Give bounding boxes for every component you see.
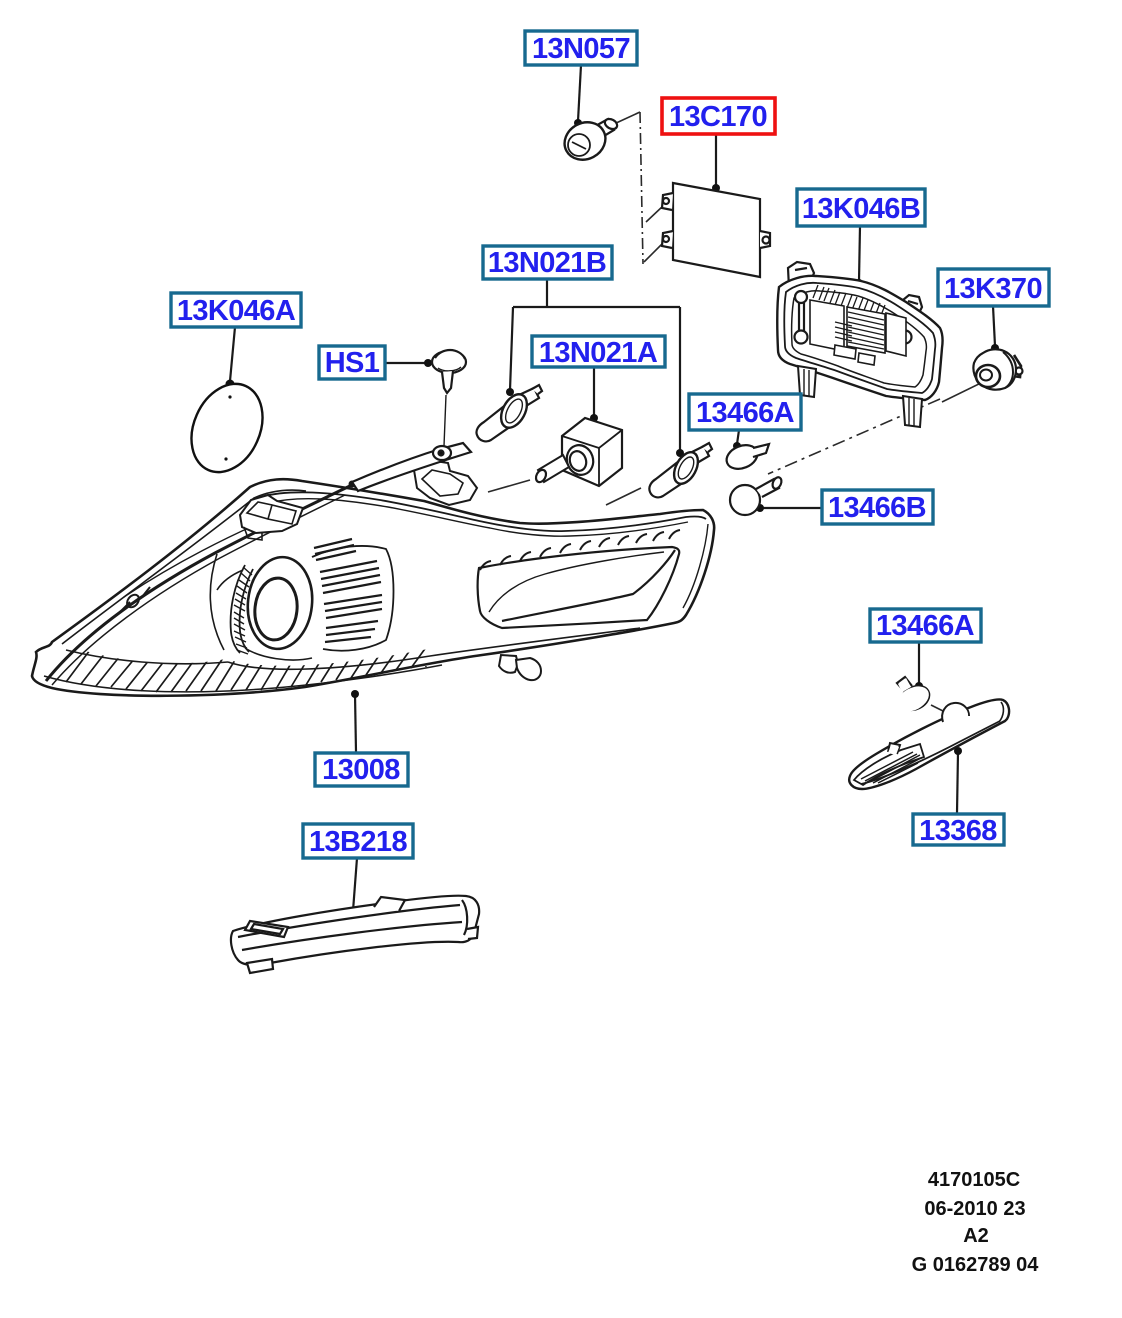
svg-text:13K370: 13K370 xyxy=(944,273,1042,305)
svg-text:13008: 13008 xyxy=(322,754,400,786)
svg-text:13K046B: 13K046B xyxy=(802,193,920,225)
svg-text:13N021B: 13N021B xyxy=(488,247,606,279)
svg-text:13466A: 13466A xyxy=(876,610,975,642)
svg-text:13B218: 13B218 xyxy=(309,826,407,858)
svg-text:06-2010 23: 06-2010 23 xyxy=(924,1198,1025,1220)
svg-text:13N021A: 13N021A xyxy=(539,337,658,369)
svg-text:G 0162789 04: G 0162789 04 xyxy=(912,1254,1040,1276)
svg-text:13368: 13368 xyxy=(919,815,997,847)
svg-text:4170105C: 4170105C xyxy=(928,1169,1020,1191)
svg-text:A2: A2 xyxy=(963,1225,989,1247)
svg-text:HS1: HS1 xyxy=(325,347,380,379)
svg-text:13N057: 13N057 xyxy=(532,33,630,65)
svg-text:13K046A: 13K046A xyxy=(177,295,296,327)
svg-text:13C170: 13C170 xyxy=(669,101,767,133)
svg-text:13466B: 13466B xyxy=(828,492,926,524)
svg-text:13466A: 13466A xyxy=(696,397,795,429)
